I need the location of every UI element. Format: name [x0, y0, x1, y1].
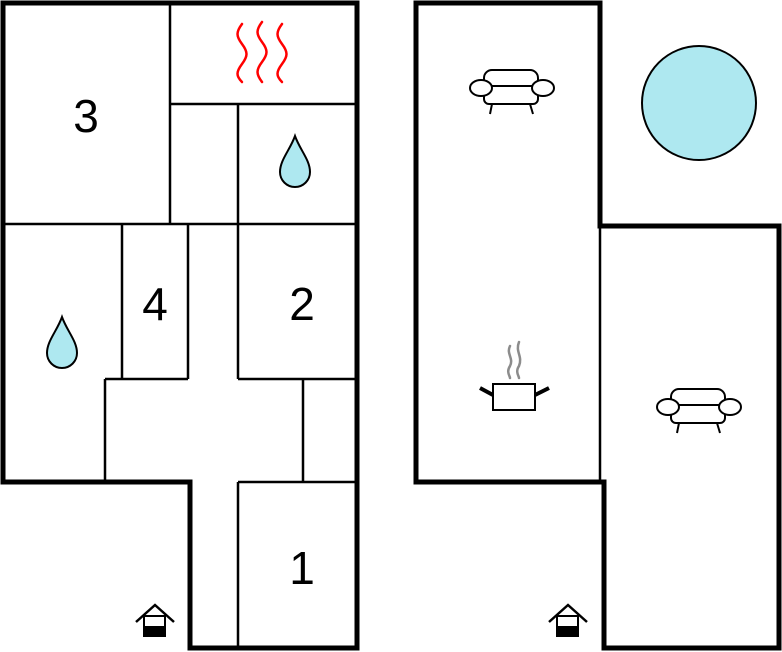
sofa-icon [656, 388, 742, 434]
water-drop-icon [45, 314, 79, 369]
entrance-house-icon [548, 603, 588, 637]
room-label-4: 4 [142, 278, 168, 330]
pool-icon [641, 45, 757, 161]
water-drop-icon [278, 133, 312, 188]
room-label-3: 3 [73, 90, 99, 142]
room-label-2: 2 [289, 278, 315, 330]
entrance-house-icon [135, 603, 175, 637]
sofa-icon [469, 69, 555, 115]
outer-wall-right [413, 0, 782, 651]
room-label-1: 1 [289, 542, 315, 594]
floor-plan-left: 3 4 2 1 [0, 0, 360, 651]
cooking-pot-icon [479, 340, 550, 411]
floor-plan-right [413, 0, 782, 651]
outer-wall-left [0, 0, 360, 651]
inner-walls-left [3, 3, 357, 648]
sauna-heat-icon [236, 20, 288, 84]
